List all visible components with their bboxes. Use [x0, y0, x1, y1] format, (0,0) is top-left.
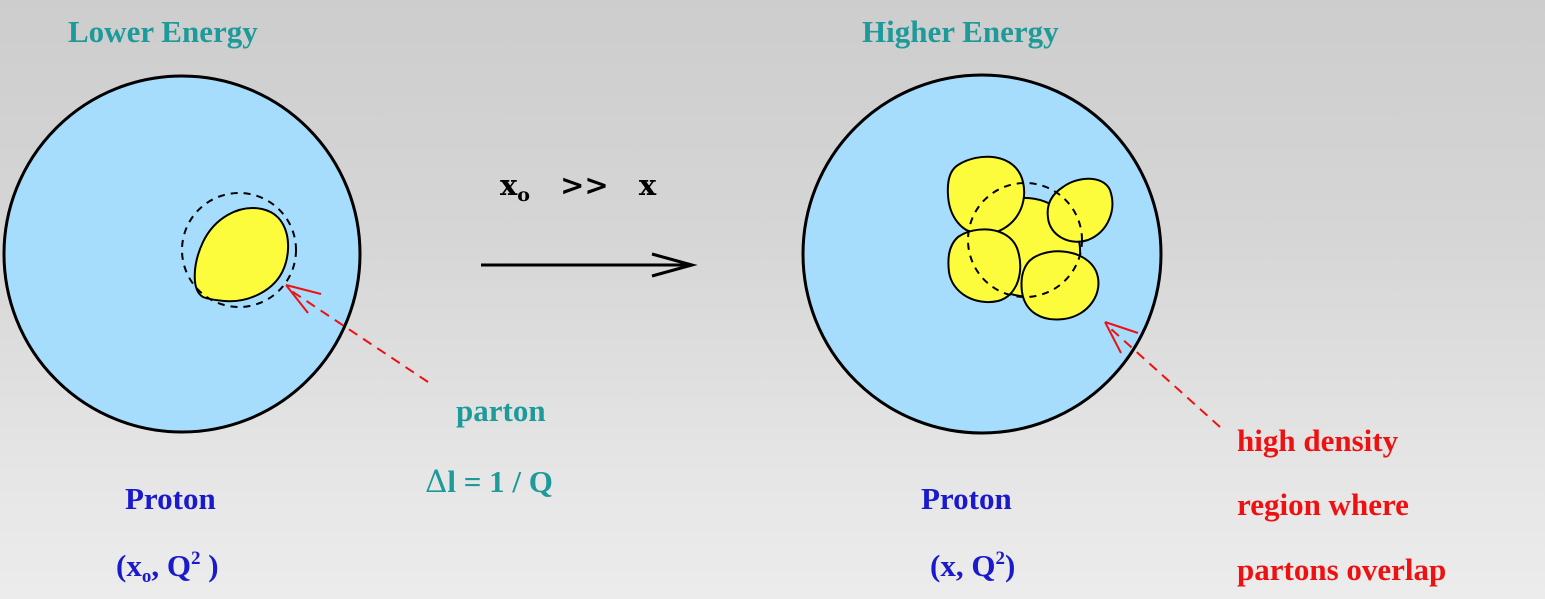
right-proton-coords: (x, Q2): [930, 548, 1015, 584]
left-parton-blob: [193, 207, 290, 303]
right-resolution-dashed-circle: [967, 182, 1083, 298]
annotation-line-3: partons overlap: [1237, 552, 1447, 587]
annotation-line-2: region where: [1237, 487, 1409, 522]
right-coords-close: ): [1004, 548, 1016, 583]
right-parton-blob-top-right: [1046, 177, 1114, 243]
transition-arrow-head: [651, 252, 698, 278]
relation-rhs: x: [638, 168, 657, 202]
relation-lhs: x: [500, 168, 518, 202]
left-coords-superscript: 2: [190, 548, 201, 569]
right-proton-label: Proton: [921, 481, 1012, 516]
left-pointer-line: [289, 289, 429, 383]
annotation-line-1: high density: [1237, 423, 1399, 458]
left-coords-subscript: o: [141, 566, 152, 587]
resolution-expression: l = 1 / Q: [447, 464, 553, 499]
parton-label: parton: [456, 393, 546, 428]
left-proton-label: Proton: [125, 481, 216, 516]
left-coords-mid: , Q: [151, 548, 191, 583]
right-coords-superscript: 2: [995, 548, 1005, 569]
right-pointer-arrowhead: [1104, 321, 1139, 354]
left-proton-coords: (xo, Q2 ): [116, 548, 219, 588]
higher-energy-header: Higher Energy: [862, 14, 1059, 49]
left-coords-open: (x: [116, 548, 142, 583]
resolution-label: Δl = 1 / Q: [425, 464, 553, 500]
relation-label: xo >> x: [500, 168, 656, 206]
left-pointer-arrowhead: [285, 284, 322, 314]
right-coords-open: (x, Q: [930, 548, 996, 583]
left-resolution-dashed-circle: [181, 192, 297, 308]
left-coords-close: ): [200, 548, 219, 583]
right-parton-blob-top-left: [946, 155, 1026, 236]
right-parton-blob-left: [947, 228, 1022, 304]
right-pointer-line: [1109, 327, 1221, 428]
delta-symbol: Δ: [425, 464, 448, 500]
relation-operator: >>: [560, 168, 609, 202]
relation-lhs-subscript: o: [517, 184, 530, 206]
lower-energy-header: Lower Energy: [68, 14, 258, 49]
